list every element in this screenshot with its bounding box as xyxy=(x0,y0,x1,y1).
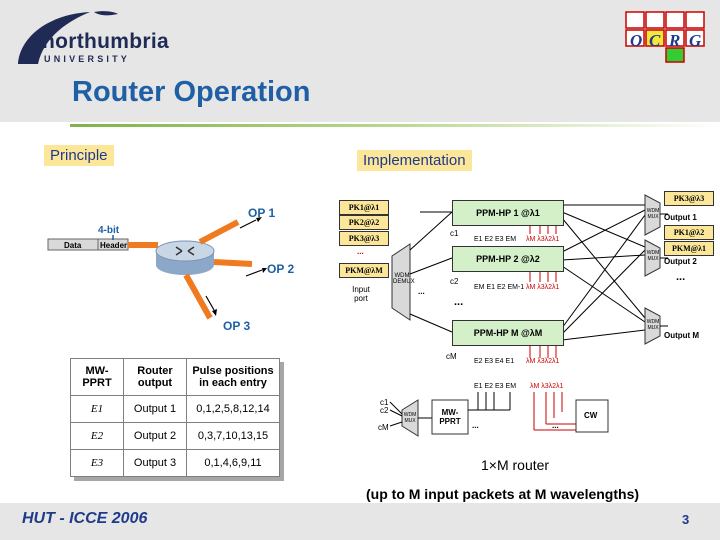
input-packet: PK1@λ1 xyxy=(339,200,389,215)
lambda-labels: λM λ3λ2λ1 xyxy=(526,358,560,365)
input-port-label: Input port xyxy=(352,285,370,303)
implementation-label: Implementation xyxy=(357,150,472,171)
header-cell-label: Header xyxy=(100,241,127,250)
ctrl-label: c2 xyxy=(450,277,459,286)
table-row: E1 Output 1 0,1,2,5,8,12,14 xyxy=(70,395,280,423)
ctrl-label: c1 xyxy=(450,229,459,238)
routing-table: MW-PPRT Router output Pulse positions in… xyxy=(70,358,280,477)
output-port-label: Output 1 xyxy=(664,213,697,222)
table-cell: Output 2 xyxy=(123,422,187,450)
output-packet: PK3@λ3 xyxy=(664,191,714,206)
table-row: E2 Output 2 0,3,7,10,13,15 xyxy=(70,422,280,450)
title-divider xyxy=(70,124,720,127)
university-name: northumbria xyxy=(42,30,169,53)
router-subcaption: (up to M input packets at M wavelengths) xyxy=(366,486,640,502)
cw-label: CW xyxy=(584,411,598,420)
input-packet: PK3@λ3 xyxy=(339,231,389,246)
op2-label: OP 2 xyxy=(267,262,294,276)
mw-pprt-box xyxy=(431,399,469,435)
mw-pprt-ellipsis: ... xyxy=(472,421,479,430)
output-port-label: Output 2 xyxy=(664,257,697,266)
output-packet: PKM@λ1 xyxy=(664,241,714,256)
input-packet: PKM@λM xyxy=(339,263,389,278)
lambda-labels: λM λ3λ2λ1 xyxy=(526,236,560,243)
cw-ellipsis: ... xyxy=(552,421,559,430)
router-icon xyxy=(155,240,215,275)
ocrg-logo-icon: O C R G xyxy=(625,11,705,63)
wdm-mux-label: WDM MUX xyxy=(646,319,660,331)
op3-label: OP 3 xyxy=(223,319,250,333)
output-packet: PK1@λ2 xyxy=(664,225,714,240)
lambda-labels: λM λ3λ2λ1 xyxy=(526,284,560,291)
ppm-hp-block: PPM-HP 1 @λ1 xyxy=(452,200,564,226)
four-bit-label: 4-bit xyxy=(98,225,120,236)
wdm-mux-label: WDM MUX xyxy=(646,208,660,220)
ctrl-label: cM xyxy=(446,352,457,361)
ppm-hp-block: PPM-HP 2 @λ2 xyxy=(452,246,564,272)
page-number: 3 xyxy=(682,512,690,527)
ocrg-letter-o: O xyxy=(630,31,642,50)
table-cell: 0,1,2,5,8,12,14 xyxy=(186,395,280,423)
mw-pprt-label: MW-PPRT xyxy=(439,408,461,426)
e-labels: E1 E2 E3 EM xyxy=(474,383,517,390)
output-ellipsis: ... xyxy=(676,271,686,283)
ctrl-label: c1 xyxy=(380,398,389,407)
e-labels: E1 E2 E3 EM xyxy=(474,236,517,243)
lambda-labels: λM λ3λ2λ1 xyxy=(530,383,564,390)
ocrg-letter-c: C xyxy=(649,31,661,50)
data-cell-label: Data xyxy=(64,241,82,250)
table-cell: 0,1,4,6,9,11 xyxy=(186,449,280,477)
header-band xyxy=(0,0,720,122)
hp-ellipsis-large: ... xyxy=(454,296,464,308)
column-header: Router output xyxy=(123,358,187,396)
hp-ellipsis: ... xyxy=(418,287,425,296)
ocrg-letter-g: G xyxy=(689,31,702,50)
output-port-label: Output M xyxy=(664,331,700,340)
wdm-mux-label: WDM MUX xyxy=(403,412,417,424)
ppm-hp-block: PPM-HP M @λM xyxy=(452,320,564,346)
slide-title: Router Operation xyxy=(72,76,311,108)
ctrl-label: c2 xyxy=(380,406,389,415)
table-cell: 0,3,7,10,13,15 xyxy=(186,422,280,450)
wdm-mux-label: WDM MUX xyxy=(646,250,660,262)
table-cell: E2 xyxy=(70,422,124,450)
principle-label: Principle xyxy=(44,145,114,166)
ocrg-letter-r: R xyxy=(668,31,680,50)
wdm-demux-shape xyxy=(391,243,411,321)
ctrl-label: cM xyxy=(378,423,389,432)
e-labels: E2 E3 E4 E1 xyxy=(474,358,515,365)
table-cell: Output 3 xyxy=(123,449,187,477)
footer-conference: HUT - ICCE 2006 xyxy=(22,510,148,527)
wdm-demux-label: WDM DEMUX xyxy=(393,273,415,285)
router-caption: 1×M router xyxy=(481,457,550,473)
table-row: E3 Output 3 0,1,4,6,9,11 xyxy=(70,449,280,477)
university-subtitle: UNIVERSITY xyxy=(44,54,131,64)
university-logo-icon xyxy=(18,11,118,64)
cw-box xyxy=(575,399,609,433)
e-labels: EM E1 E2 EM-1 xyxy=(474,284,525,291)
input-packet: PK2@λ2 xyxy=(339,215,389,230)
input-packets-ellipsis: ... xyxy=(357,247,364,256)
op1-label: OP 1 xyxy=(248,206,275,220)
column-header: Pulse positions in each entry xyxy=(186,358,280,396)
footer-band xyxy=(0,503,720,540)
